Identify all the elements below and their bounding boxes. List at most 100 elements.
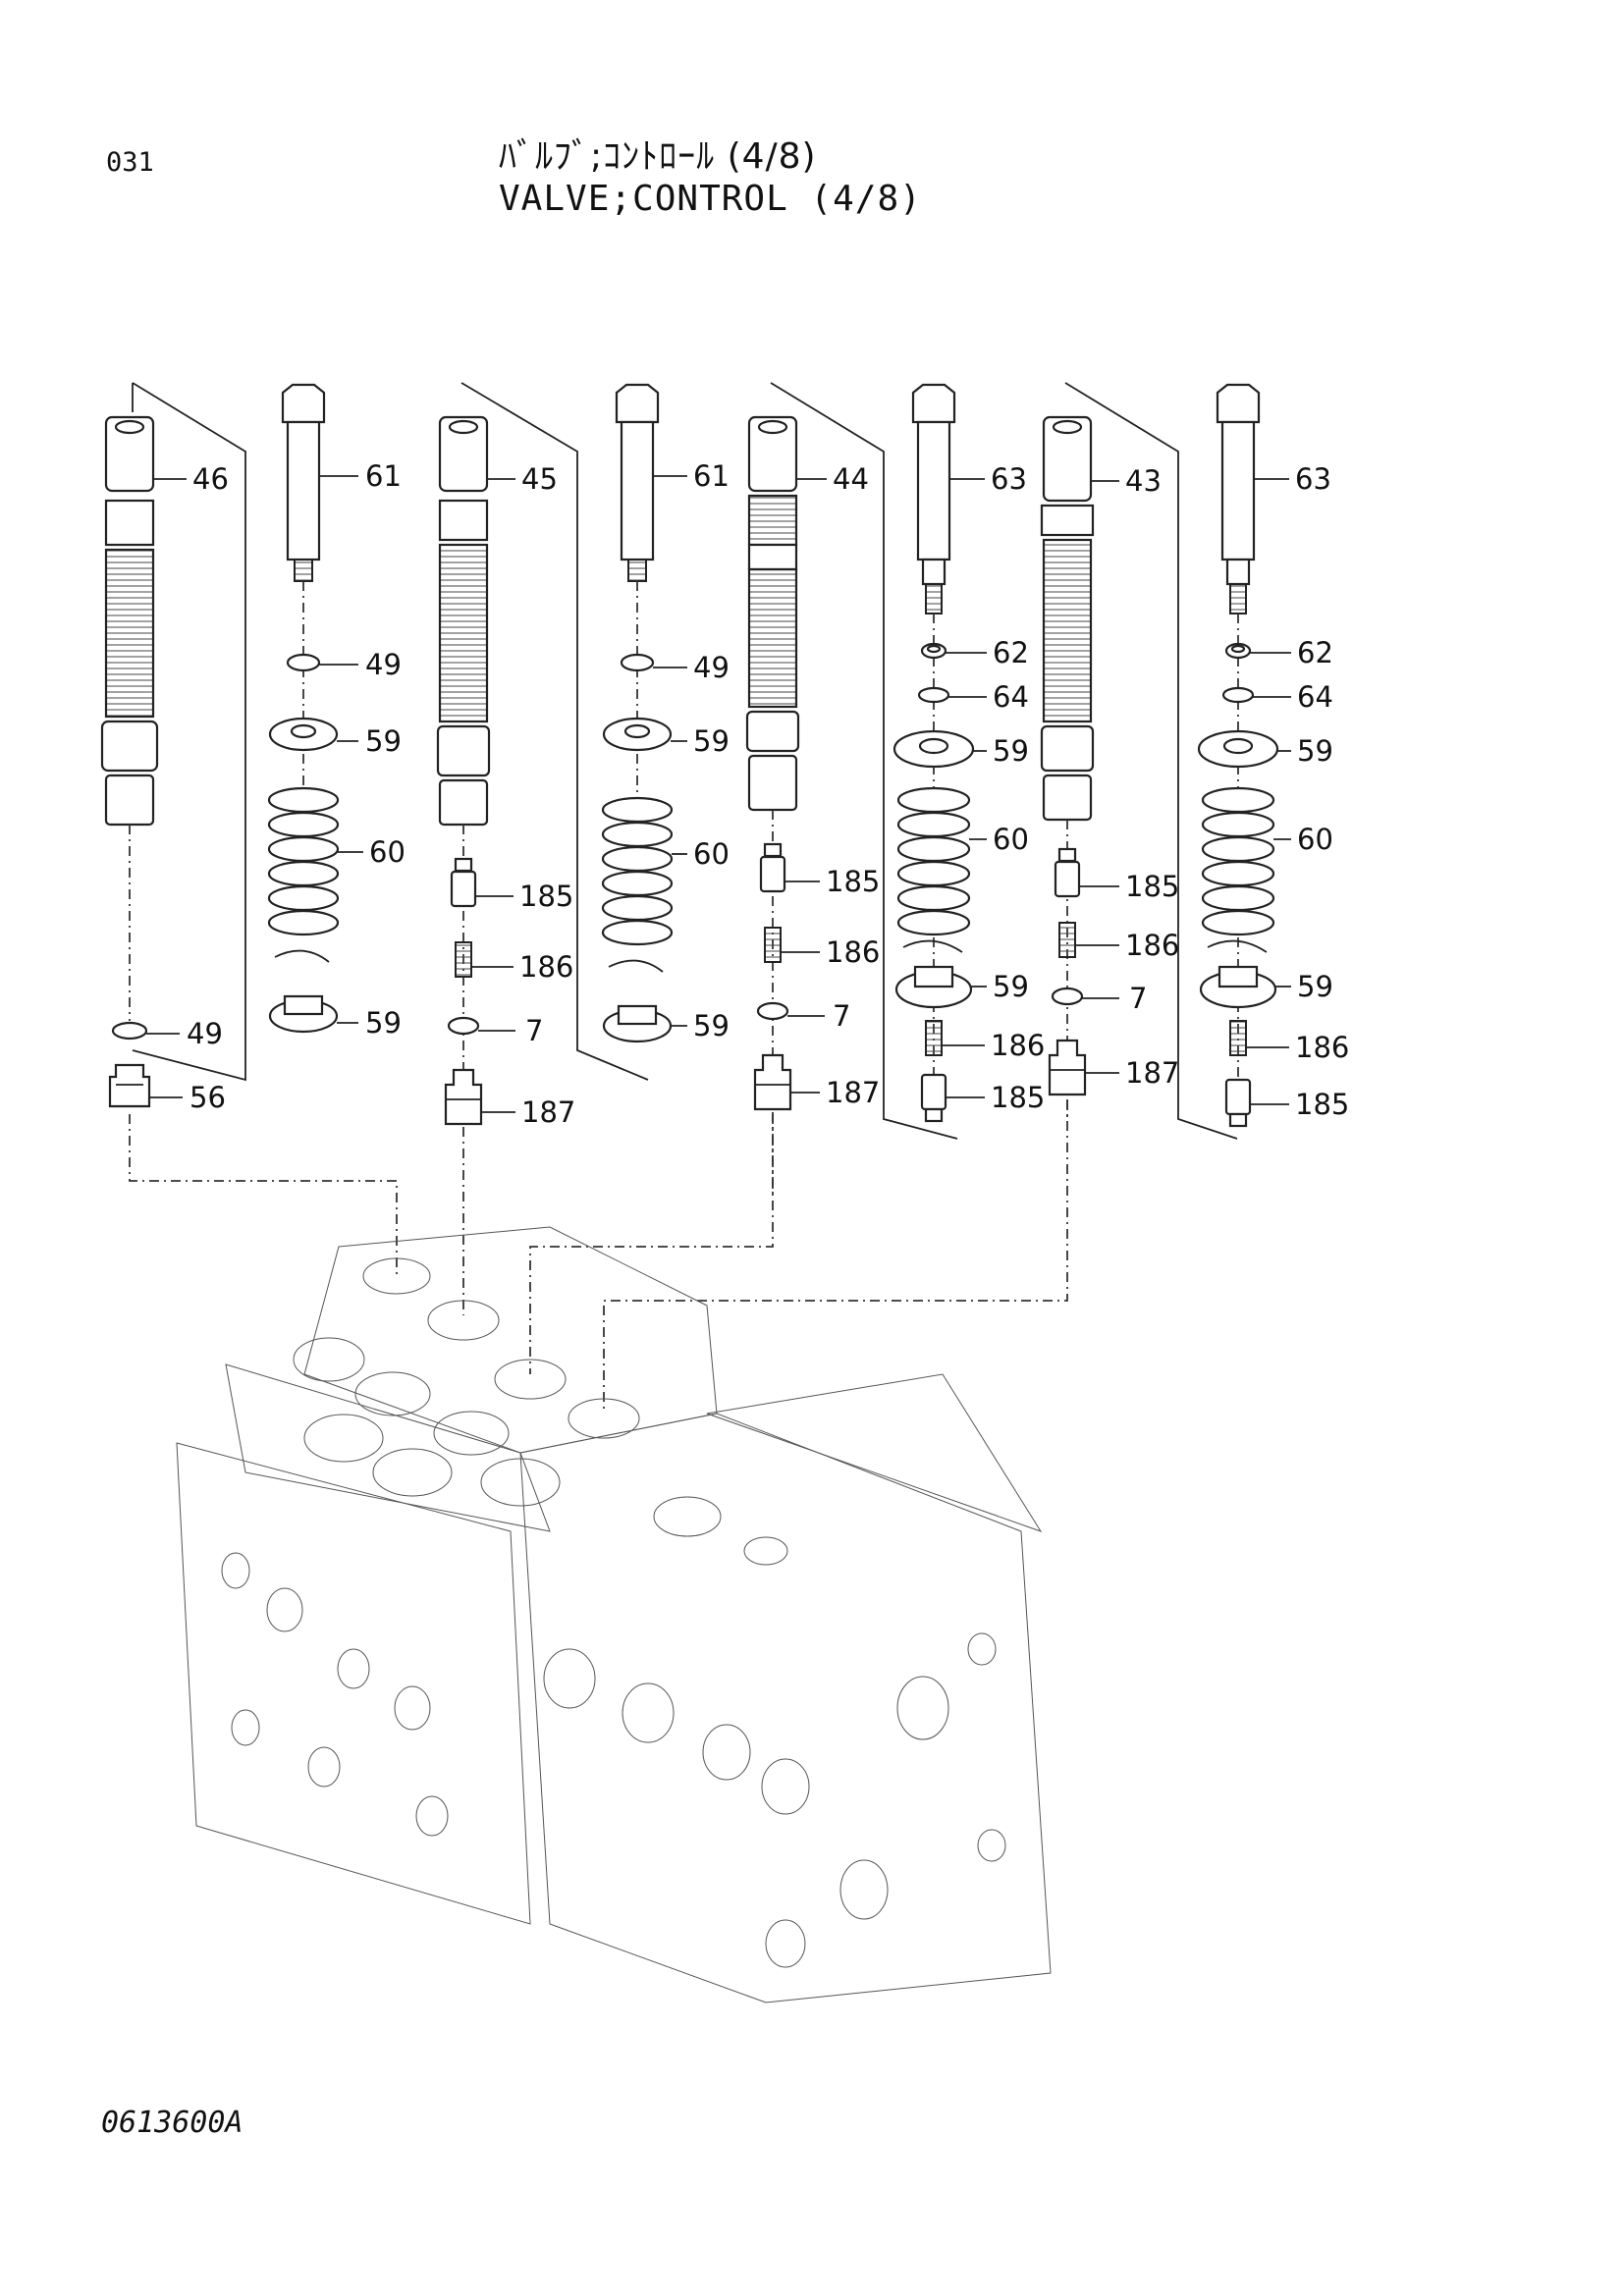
- callout-187-a: 187: [521, 1095, 575, 1129]
- plug-187-c: [1048, 1039, 1087, 1096]
- callout-46: 46: [192, 462, 229, 496]
- spring-60-b: [601, 796, 674, 973]
- callout-7-c: 7: [1129, 982, 1147, 1015]
- spring-186-e: [1229, 1020, 1247, 1056]
- callout-7-b: 7: [833, 999, 850, 1033]
- spring-186-c: [925, 1020, 943, 1056]
- seat-59-g: [1197, 729, 1279, 769]
- callout-186-c: 186: [991, 1029, 1045, 1062]
- plug-187-a: [444, 1068, 483, 1126]
- callout-49-lower: 49: [187, 1017, 223, 1050]
- bolt-61-b: [615, 383, 660, 582]
- seat-59-e: [893, 729, 975, 769]
- group-frame-45: [460, 382, 649, 1081]
- callout-185-d: 185: [1125, 870, 1179, 903]
- o-ring-7-a: [447, 1016, 480, 1036]
- control-valve-body: [176, 1226, 1052, 2003]
- callout-187-c: 187: [1125, 1056, 1179, 1090]
- o-ring-7-b: [756, 1001, 789, 1021]
- title-english: VALVE;CONTROL (4/8): [499, 179, 922, 219]
- callout-49-a: 49: [365, 648, 402, 681]
- callout-59-h: 59: [1297, 970, 1333, 1003]
- callout-64-b: 64: [1297, 680, 1333, 714]
- piston-185-d: [1054, 847, 1081, 898]
- assembly-leader-lines: [129, 1099, 1068, 1414]
- drawing-code: 0613600A: [101, 2106, 243, 2140]
- group-frame-46: [132, 382, 246, 1082]
- piston-185-a: [450, 857, 477, 908]
- callout-60-b: 60: [693, 837, 730, 871]
- callout-61-a: 61: [365, 459, 402, 493]
- seat-59-d: [602, 1004, 673, 1043]
- callout-186-a: 186: [519, 950, 573, 984]
- callout-59-e: 59: [993, 734, 1029, 768]
- title-japanese: ﾊﾞﾙﾌﾞ;ｺﾝﾄﾛｰﾙ (4/8): [499, 136, 817, 177]
- seat-59-c: [602, 717, 673, 752]
- callout-59-c: 59: [693, 724, 730, 758]
- callout-59-f: 59: [993, 970, 1029, 1003]
- spring-60-a: [267, 786, 340, 963]
- callout-59-d: 59: [693, 1009, 730, 1042]
- callout-60-a: 60: [369, 835, 406, 869]
- spring-186-a: [455, 941, 472, 978]
- callout-185-e: 185: [1295, 1088, 1349, 1121]
- callout-60-d: 60: [1297, 823, 1333, 856]
- callout-43: 43: [1125, 464, 1162, 498]
- plug-56: [108, 1063, 151, 1108]
- callout-60-c: 60: [993, 823, 1029, 856]
- o-ring-64-b: [1221, 686, 1255, 704]
- spool-43: [1040, 415, 1095, 822]
- o-ring-49-lower: [111, 1021, 148, 1041]
- callout-186-b: 186: [826, 935, 880, 969]
- callout-45: 45: [521, 462, 558, 496]
- seat-59-h: [1199, 965, 1277, 1009]
- piston-185-b: [759, 842, 786, 893]
- callout-64-a: 64: [993, 680, 1029, 714]
- page-number: 031: [106, 147, 154, 178]
- ring-62-b: [1224, 642, 1252, 660]
- seat-59-f: [894, 965, 973, 1009]
- callout-44: 44: [833, 462, 869, 496]
- callout-7-a: 7: [525, 1014, 543, 1047]
- o-ring-64-a: [917, 686, 950, 704]
- callout-56: 56: [189, 1081, 226, 1114]
- callout-63-b: 63: [1295, 462, 1331, 496]
- callout-186-d: 186: [1125, 929, 1179, 962]
- seat-59-a: [268, 717, 339, 752]
- spool-45: [436, 415, 491, 827]
- bolt-63-b: [1216, 383, 1261, 614]
- callout-185-b: 185: [826, 865, 880, 898]
- o-ring-49-a: [286, 653, 321, 672]
- callout-62-a: 62: [993, 636, 1029, 669]
- spool-46: [100, 415, 159, 827]
- spring-186-d: [1058, 922, 1076, 958]
- group-frame-43: [1064, 382, 1238, 1140]
- spring-186-b: [764, 927, 782, 963]
- seat-59-b: [268, 994, 339, 1034]
- callout-62-b: 62: [1297, 636, 1333, 669]
- plug-187-b: [753, 1053, 792, 1111]
- piston-185-c: [920, 1073, 947, 1123]
- spool-44: [745, 415, 800, 812]
- callout-185-a: 185: [519, 880, 573, 913]
- callout-49-c: 49: [693, 651, 730, 684]
- spring-60-c: [896, 786, 971, 953]
- callout-61-b: 61: [693, 459, 730, 493]
- o-ring-7-c: [1051, 987, 1084, 1006]
- callouts: 46 49 56 61 49 59 60 59 45 185 186 7 187…: [146, 459, 1349, 1129]
- callout-59-b: 59: [365, 1006, 402, 1040]
- callout-59-a: 59: [365, 724, 402, 758]
- ring-62-a: [920, 642, 947, 660]
- callout-187-b: 187: [826, 1076, 880, 1109]
- bolt-63-a: [911, 383, 956, 614]
- group-frame-44: [770, 382, 958, 1140]
- o-ring-49-c: [620, 653, 655, 672]
- piston-185-e: [1224, 1078, 1252, 1128]
- callout-186-e: 186: [1295, 1031, 1349, 1064]
- callout-185-c: 185: [991, 1081, 1045, 1114]
- callout-63-a: 63: [991, 462, 1027, 496]
- callout-59-g: 59: [1297, 734, 1333, 768]
- spring-60-d: [1201, 786, 1275, 953]
- bolt-61-a: [281, 383, 326, 582]
